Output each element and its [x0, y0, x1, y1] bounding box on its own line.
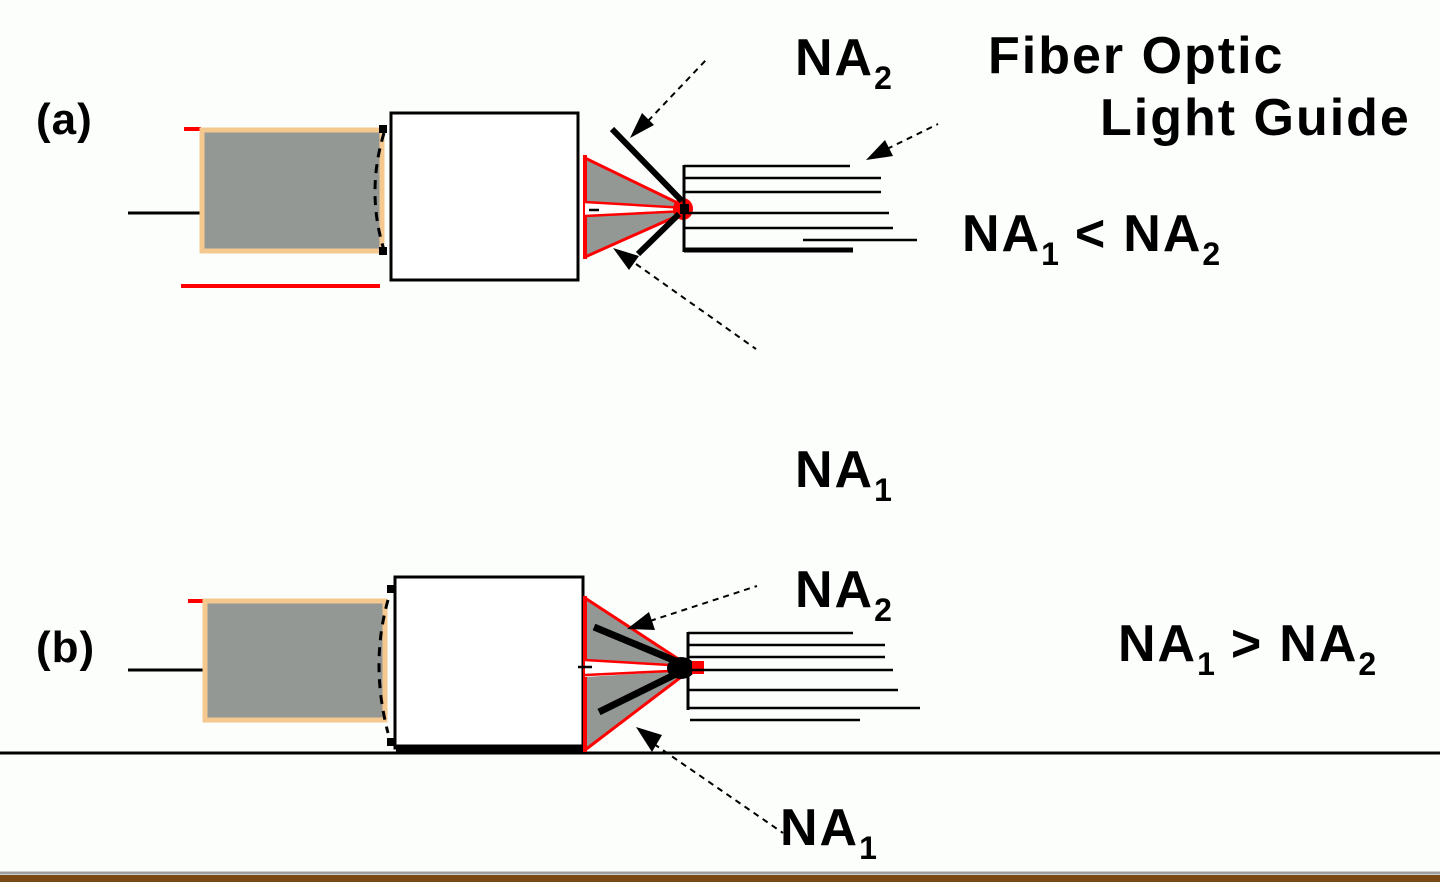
- na-subscript: 2: [1358, 646, 1377, 682]
- panel-b-lens: [377, 575, 585, 752]
- na-subscript: 1: [1197, 646, 1215, 682]
- na2-pointer-line-a: [647, 59, 707, 122]
- arrowhead-icon: [630, 113, 654, 138]
- panel-a-lens: [373, 111, 580, 282]
- panel-b-lamp: [128, 598, 388, 723]
- panel-a-na1-marker: [613, 211, 757, 350]
- fiber-guide-title-text1: Fiber Optic: [988, 27, 1285, 85]
- na2-acceptance-line-a: [609, 126, 685, 204]
- na-subscript: 1: [874, 472, 892, 508]
- na-base: NA: [795, 29, 875, 87]
- cone-upper-edge-b: [584, 596, 690, 668]
- arrowhead-icon: [866, 140, 893, 160]
- na-subscript: 2: [874, 592, 892, 628]
- focus-red-tip-b: [692, 661, 704, 674]
- arrowhead-icon: [613, 248, 639, 270]
- focus-spot-b: [667, 657, 695, 679]
- na-base: NA: [1118, 615, 1198, 673]
- panel-b-label-text: (b): [36, 623, 96, 672]
- lens-corner-dot: [387, 585, 395, 593]
- lens-corner-dot: [379, 125, 387, 133]
- panel-b-na1-marker: [636, 727, 784, 834]
- relation-operator: >: [1230, 615, 1264, 673]
- panel-b-fiber-bundle: [686, 631, 920, 722]
- na2-pointer-line-b: [649, 585, 758, 622]
- na-base: NA: [780, 799, 860, 857]
- na-base: NA: [795, 441, 875, 499]
- panel-a-lamp: [128, 127, 385, 288]
- cone-lower-edge-b: [584, 669, 690, 752]
- fiber-guide-pointer-line: [886, 123, 939, 150]
- relation-b-label: NA1>NA2: [1118, 618, 1376, 680]
- na-subscript: 2: [1202, 236, 1221, 272]
- panel-a-fiber-bundle: [682, 164, 917, 253]
- na2-b-label: NA2: [795, 564, 892, 626]
- na-subscript: 1: [859, 830, 877, 866]
- panel-b-na2-marker: [627, 585, 758, 630]
- panel-a-output-cone: [583, 155, 693, 259]
- na-subscript: 1: [1041, 236, 1059, 272]
- na2-acceptance-line-b-upper: [592, 623, 680, 666]
- fiber-guide-pointer: [866, 123, 939, 160]
- panel-a-na2-marker: [609, 59, 707, 204]
- na-base: NA: [795, 561, 875, 619]
- fiber-guide-title-line2: Light Guide: [1100, 92, 1411, 144]
- cone-axis-band-a: [585, 201, 686, 217]
- footer-rule: [0, 871, 1440, 882]
- lamp-body-a: [199, 127, 385, 254]
- na1-bottom-label: NA1: [780, 802, 877, 864]
- na2-acceptance-line-b-lower: [597, 669, 680, 716]
- relation-a-label: NA1<NA2: [962, 208, 1220, 270]
- na1-mid-label: NA1: [795, 444, 892, 506]
- na-base: NA: [962, 205, 1042, 263]
- axis-red-line: [584, 658, 671, 667]
- axis-red-line: [584, 200, 687, 210]
- na-base: NA: [1279, 615, 1359, 673]
- panel-a-label-text: (a): [36, 95, 93, 144]
- lamp-body-b: [202, 598, 388, 723]
- lens-corner-dot: [387, 738, 395, 746]
- axis-red-line: [584, 669, 671, 677]
- relation-operator: <: [1074, 205, 1108, 263]
- lens-body-a: [389, 111, 580, 282]
- na1-cone-line-a: [635, 211, 682, 257]
- footer-brown-bar: [0, 875, 1440, 882]
- na-base: NA: [1123, 205, 1203, 263]
- fiber-guide-title-text2: Light Guide: [1100, 89, 1411, 147]
- arrowhead-icon: [627, 612, 655, 630]
- lens-corner-dot: [379, 247, 387, 255]
- panel-b-label: (b): [36, 626, 95, 670]
- na1-pointer-line-a: [635, 263, 757, 350]
- panel-a-label: (a): [36, 98, 93, 142]
- panel-b-output-cone: [578, 596, 704, 752]
- na-subscript: 2: [874, 60, 892, 96]
- na1-pointer-line-b: [653, 743, 784, 834]
- na2-top-label: NA2: [795, 32, 892, 94]
- arrowhead-icon: [636, 727, 662, 752]
- fiber-guide-title-line1: Fiber Optic: [988, 30, 1284, 82]
- cone-upper-edge-a: [584, 156, 687, 209]
- axis-red-line: [584, 209, 687, 218]
- lens-curve-b: [377, 599, 390, 734]
- lens-body-b: [393, 575, 585, 750]
